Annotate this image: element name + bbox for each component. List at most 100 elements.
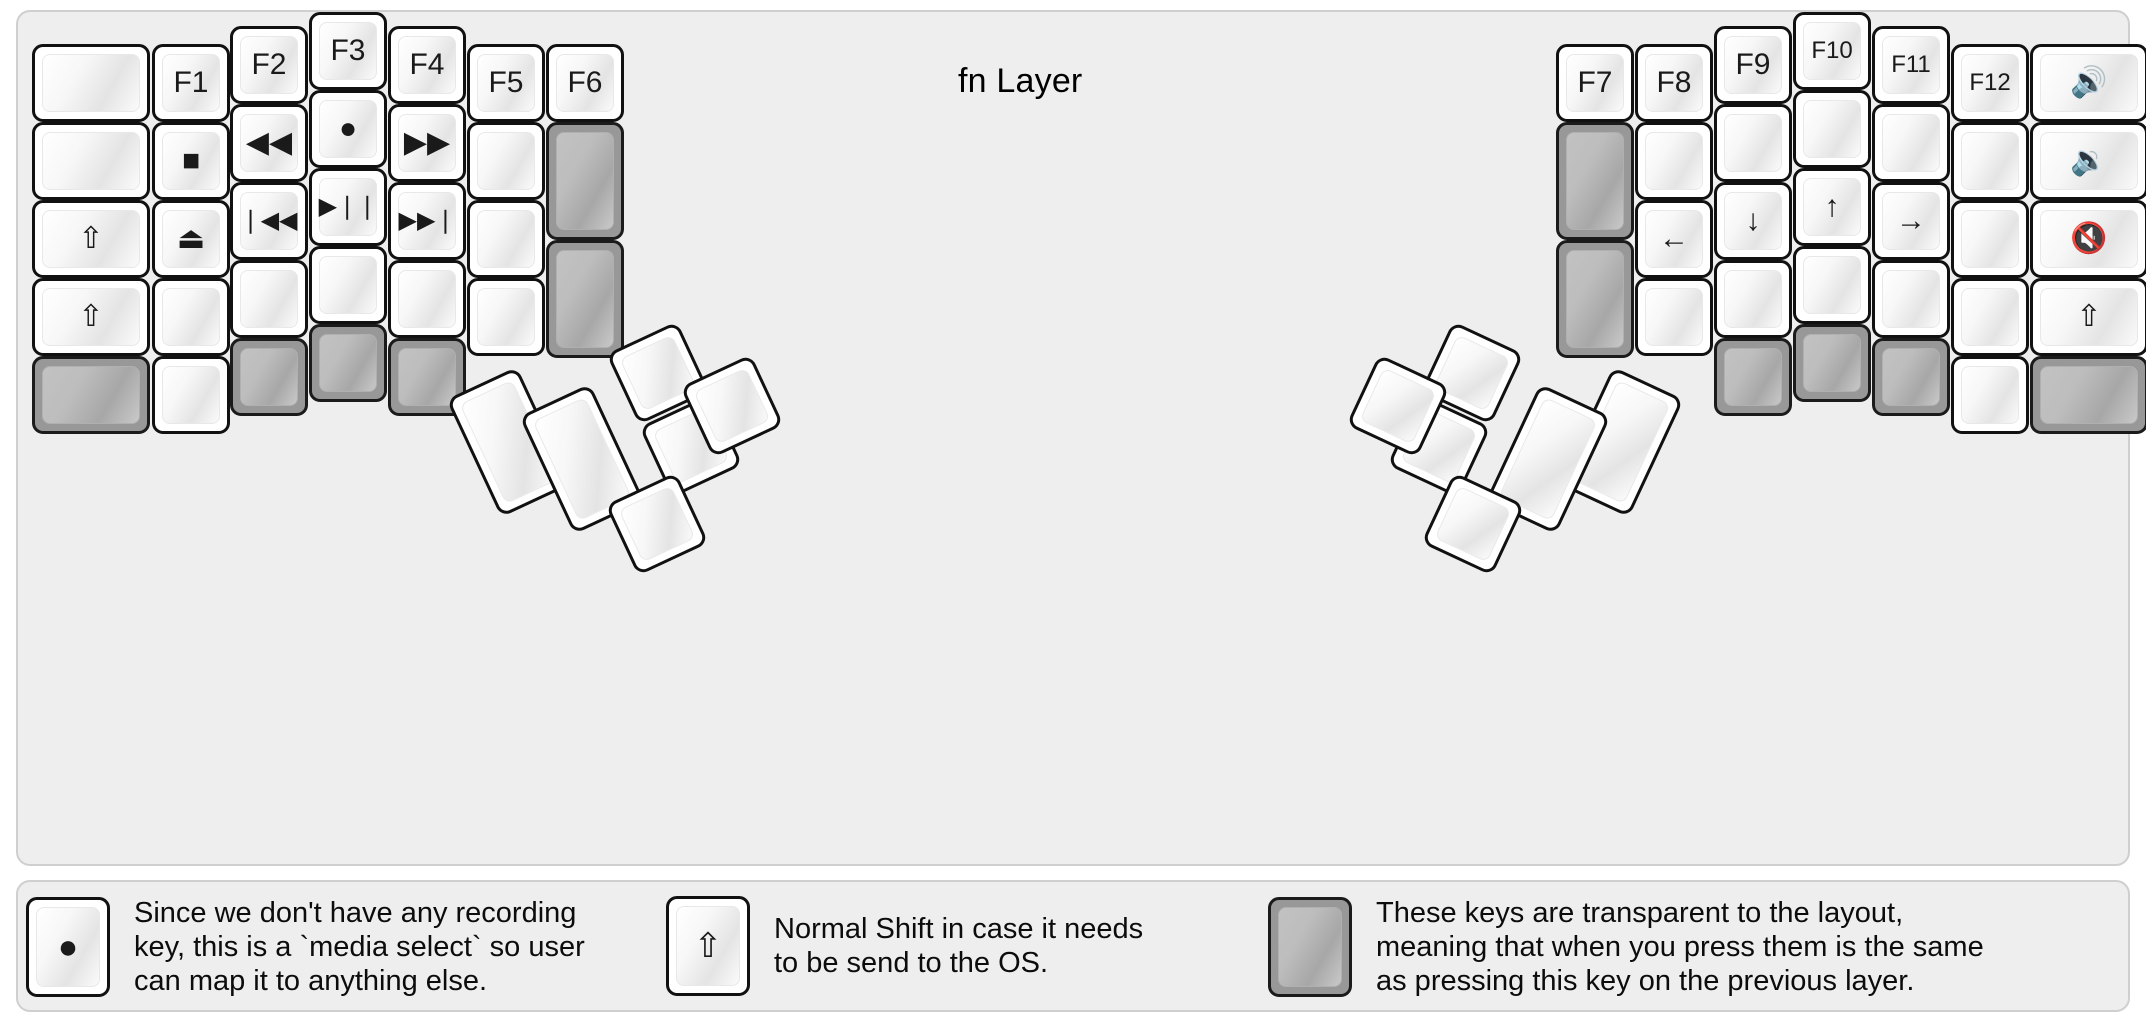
legend-panel: ● Since we don't have any recording key, … [16,880,2130,1012]
right-col-inner2-key-2[interactable] [1556,240,1634,358]
right-col-inner-key-3[interactable] [1635,278,1713,356]
keycap-face: ▶❘❘ [319,178,377,236]
left-col-pinky-outer-key-0[interactable] [32,44,150,122]
left-col-pinky-key-2[interactable]: ⏏ [152,200,230,278]
right-col-pinky-key-3[interactable] [1951,278,2029,356]
keycap-face [1566,250,1624,348]
right-col-index-key-4[interactable] [1714,338,1792,416]
right-col-inner2-key-0[interactable]: F7 [1556,44,1634,122]
right-col-inner-key-2[interactable]: ← [1635,200,1713,278]
left-col-ring-key-3[interactable] [230,260,308,338]
left-col-inner-key-3[interactable] [467,278,545,356]
keycap-face: F5 [477,54,535,112]
right-col-pinky-outer-key-1[interactable]: 🔉 [2030,122,2146,200]
right-col-middle-key-2[interactable]: ↑ [1793,168,1871,246]
right-col-ring-key-2[interactable]: → [1872,182,1950,260]
left-col-inner-key-1[interactable] [467,122,545,200]
right-col-middle-key-3[interactable] [1793,246,1871,324]
right-col-pinky-key-1[interactable] [1951,122,2029,200]
right-col-middle-key-1[interactable] [1793,90,1871,168]
left-col-pinky-key-0[interactable]: F1 [152,44,230,122]
keycap-face: F6 [556,54,614,112]
keycap-face [1724,114,1782,172]
right-col-pinky-outer-key-3[interactable]: ⇧ [2030,278,2146,356]
left-col-index-key-2[interactable]: ▶▶❘ [388,182,466,260]
keycap-face: ↑ [1803,178,1861,236]
right-col-inner-key-1[interactable] [1635,122,1713,200]
keycap-face: ● [36,907,100,988]
keycap-face: 🔉 [2040,132,2138,190]
right-col-index-key-0[interactable]: F9 [1714,26,1792,104]
left-col-middle-key-0[interactable]: F3 [309,12,387,90]
right-col-pinky-key-4[interactable] [1951,356,2029,434]
right-col-index-key-2[interactable]: ↓ [1714,182,1792,260]
keycap-face [693,367,771,445]
keycap-face [1882,114,1940,172]
keycap-face: ⇧ [676,906,740,986]
left-col-inner-key-0[interactable]: F5 [467,44,545,122]
next-track-icon: ▶▶❘ [398,207,456,234]
left-col-pinky-key-4[interactable] [152,356,230,434]
right-col-pinky-key-0[interactable]: F12 [1951,44,2029,122]
left-col-middle-key-4[interactable] [309,324,387,402]
left-col-middle-key-1[interactable]: ● [309,90,387,168]
keycap-face [1566,132,1624,230]
left-col-ring-key-0[interactable]: F2 [230,26,308,104]
legend-record-swatch: ● [26,897,110,998]
key-label: F11 [1891,51,1931,78]
key-label: F2 [251,48,287,81]
left-col-index-key-3[interactable] [388,260,466,338]
right-col-ring-key-3[interactable] [1872,260,1950,338]
left-col-ring-key-2[interactable]: ❘◀◀ [230,182,308,260]
key-label: F7 [1577,66,1613,99]
left-col-pinky-outer-key-3[interactable]: ⇧ [32,278,150,356]
left-col-inner-key-2[interactable] [467,200,545,278]
right-col-pinky-outer-key-0[interactable]: 🔊 [2030,44,2146,122]
volume-mute-icon: 🔇 [2070,222,2108,255]
keycap-face [1961,366,2019,424]
key-label: F9 [1735,48,1771,81]
left-col-inner2-key-1[interactable] [546,122,624,240]
volume-up-icon: 🔊 [2070,66,2108,99]
right-col-ring-key-0[interactable]: F11 [1872,26,1950,104]
keycap-face [477,288,535,346]
legend-transparent-swatch [1268,897,1352,998]
keycap-face [477,132,535,190]
arrow-down-icon: ↓ [1745,204,1761,237]
keycap-face: ⇧ [2040,288,2138,346]
left-col-index-key-0[interactable]: F4 [388,26,466,104]
left-col-middle-key-3[interactable] [309,246,387,324]
left-col-ring-key-4[interactable] [230,338,308,416]
keycap-face: F7 [1566,54,1624,112]
left-col-ring-key-1[interactable]: ◀◀ [230,104,308,182]
record-icon: ● [338,112,358,145]
keycap-face [556,250,614,348]
keycap-face [162,366,220,424]
right-col-ring-key-1[interactable] [1872,104,1950,182]
right-col-ring-key-4[interactable] [1872,338,1950,416]
right-col-inner2-key-1[interactable] [1556,122,1634,240]
keycap-face [42,366,140,424]
left-col-index-key-1[interactable]: ▶▶ [388,104,466,182]
shift-icon: ⇧ [2076,300,2102,333]
play-pause-icon: ▶❘❘ [318,193,378,220]
left-col-inner2-key-0[interactable]: F6 [546,44,624,122]
keycap-face [556,132,614,230]
legend-record-description: Since we don't have any recording key, t… [134,897,585,998]
left-col-middle-key-2[interactable]: ▶❘❘ [309,168,387,246]
right-col-index-key-3[interactable] [1714,260,1792,338]
left-col-inner2-key-2[interactable] [546,240,624,358]
left-col-pinky-key-3[interactable] [152,278,230,356]
left-col-pinky-outer-key-2[interactable]: ⇧ [32,200,150,278]
left-col-pinky-outer-key-4[interactable] [32,356,150,434]
right-col-pinky-outer-key-2[interactable]: 🔇 [2030,200,2146,278]
right-col-index-key-1[interactable] [1714,104,1792,182]
keycap-face [619,334,697,412]
right-col-pinky-outer-key-4[interactable] [2030,356,2146,434]
right-col-pinky-key-2[interactable] [1951,200,2029,278]
left-col-pinky-key-1[interactable]: ■ [152,122,230,200]
right-col-middle-key-0[interactable]: F10 [1793,12,1871,90]
right-col-inner-key-0[interactable]: F8 [1635,44,1713,122]
left-col-pinky-outer-key-1[interactable] [32,122,150,200]
right-col-middle-key-4[interactable] [1793,324,1871,402]
